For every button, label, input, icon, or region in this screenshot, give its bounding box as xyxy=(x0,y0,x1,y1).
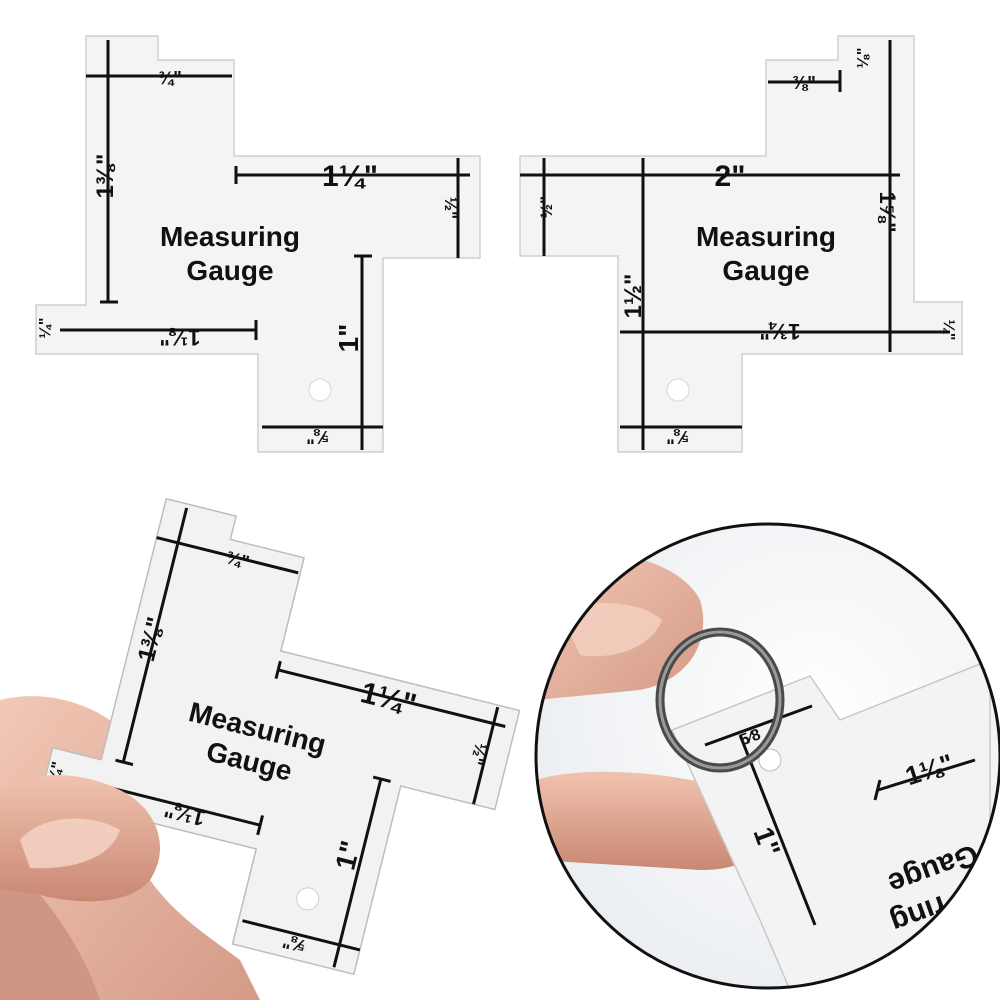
label-five-eighths: 5⁄8 xyxy=(738,726,763,749)
label-one-three-eighths: 1⅜" xyxy=(92,154,119,199)
gauge-title-line-2: Gauge xyxy=(186,255,273,286)
label-one-inch: 1" xyxy=(333,324,364,353)
gauge-top-left: Measuring Gauge ¾" 1⅜" 1¼" ½" ¼" 1⅛" 1" … xyxy=(35,35,481,453)
hang-hole xyxy=(666,378,690,402)
label-one-eighth: 1⅛" xyxy=(159,325,200,350)
label-half: ½" xyxy=(441,197,460,219)
gauge-body xyxy=(519,35,963,453)
label-three-eighths: ⅜" xyxy=(792,73,816,93)
label-five-eighths: ⅝" xyxy=(306,427,330,447)
label-quarter: ¼" xyxy=(940,320,957,341)
label-three-quarter: ¾" xyxy=(158,68,182,88)
label-one-quarter-inch: 1¼" xyxy=(322,160,378,193)
photo-hand-holding-gauge: Measuring Gauge ¾" 1⅜" 1¼" ½" ¼" 1⅛" 1" … xyxy=(0,497,521,1000)
label-quarter: ¼" xyxy=(37,318,54,339)
gauge-top-right: Measuring Gauge ⅜" ⅛" 2" 1⅝" ½" 1½" 1¾" … xyxy=(519,35,963,453)
hang-hole xyxy=(308,378,332,402)
gauge-title-line-1: Measuring xyxy=(160,221,300,252)
label-one-and-half: 1½" xyxy=(620,274,647,319)
label-one-eighth: ⅛" xyxy=(855,48,872,69)
tilted-gauge: Measuring Gauge ¾" 1⅜" 1¼" ½" ¼" 1⅛" 1" … xyxy=(39,497,521,976)
gauge-title-line-2: Gauge xyxy=(722,255,809,286)
label-one-three-quarters: 1¾" xyxy=(759,319,800,344)
label-half: ½" xyxy=(537,196,556,218)
label-five-eighths: ⅝" xyxy=(666,427,690,447)
label-two-inch: 2" xyxy=(715,160,746,193)
measure-lines xyxy=(60,40,470,450)
inset-border xyxy=(534,522,1000,990)
label-half: ½" xyxy=(466,741,490,767)
gauge-body xyxy=(35,35,481,453)
label-one-five-eighths: 1⅝" xyxy=(875,191,900,232)
photo-inset-key-ring: 5⁄8 1⅛" 1" Gauge ring xyxy=(534,522,1000,990)
gauge-title-line-1: Measuring xyxy=(696,221,836,252)
measure-lines xyxy=(520,40,950,450)
